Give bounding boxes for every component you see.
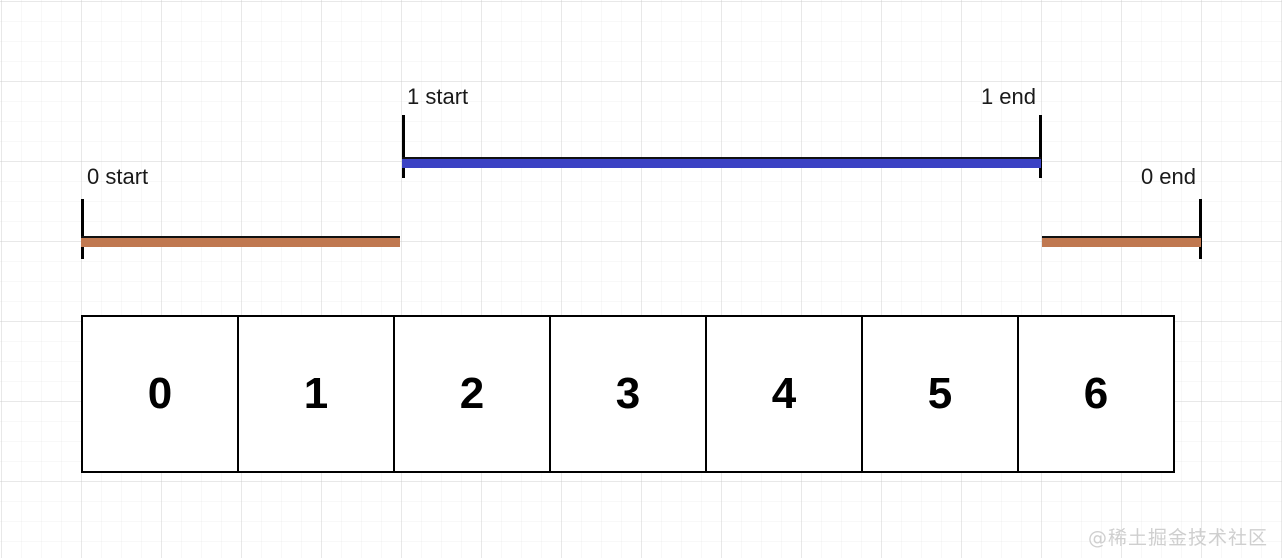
index-cell-label: 6 [1083,369,1109,418]
interval-0-start-label: 0 start [87,164,149,189]
index-cell[interactable]: 4 [705,315,863,473]
index-cell[interactable]: 5 [861,315,1019,473]
index-cell-label: 0 [147,369,173,418]
index-cell[interactable]: 3 [549,315,707,473]
index-cell[interactable]: 2 [393,315,551,473]
interval-1-start-tick [402,115,405,178]
interval-1-bar [402,157,1041,168]
index-cell[interactable]: 6 [1017,315,1175,473]
interval-1-end-label: 1 end [980,84,1036,109]
index-cell-label: 4 [771,369,797,418]
index-cell-label: 1 [303,369,329,418]
index-cell[interactable]: 1 [237,315,395,473]
interval-0-end-label: 0 end [1140,164,1196,189]
index-cell-label: 2 [459,369,485,418]
index-cell[interactable]: 0 [81,315,239,473]
watermark-text: @稀土掘金技术社区 [1087,527,1268,549]
interval-0-bar-segment-right [1042,236,1201,247]
index-cell-label: 3 [615,369,641,418]
interval-1-start-label: 1 start [407,84,469,109]
index-cell-strip: 0 1 2 3 4 5 6 [81,315,1175,473]
interval-1-end-tick [1039,115,1042,178]
interval-0-bar-segment-left [81,236,400,247]
interval-0-start-tick [81,199,84,259]
index-cell-label: 5 [927,369,953,418]
interval-0-end-tick [1199,199,1202,259]
